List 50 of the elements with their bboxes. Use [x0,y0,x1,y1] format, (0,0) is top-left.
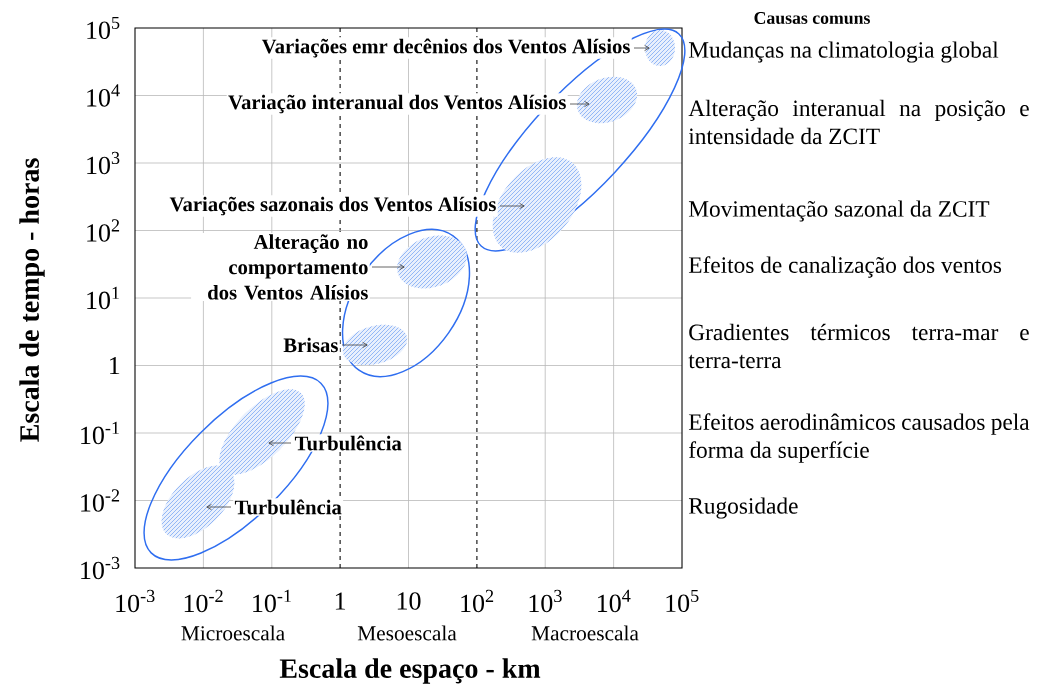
tick-label: 10$^{-1}$ [253,589,291,613]
annotation-text: Variações emr decênios dos Ventos Alísios [260,37,632,59]
hatched-patch [397,235,467,289]
annotation-text: Turbulência [293,434,404,452]
tick-label: 10$^{-3}$ [81,556,120,580]
cause-text: Movimentação sazonal da ZCIT [688,200,990,222]
annotation-text: Variações sazonais dos Ventos Alísios [168,195,498,217]
cause-text: Efeitos de canalização dos ventos [688,256,1002,278]
leader-arrow [268,439,292,447]
axis-title: Escala de espaço - km [279,658,541,684]
tick-label: 10$^{-2}$ [81,489,120,512]
leader-arrow [371,263,405,271]
annotation-text: Brisas [281,336,340,354]
annotation-text: Alteração no comportamento dos Ventos Alísios [191,233,370,302]
cause-text: Mudanças na climatologia global [688,41,999,63]
tick-label: 10$^{3}$ [529,589,562,613]
hatched-patch [342,324,408,366]
tick-label: 10$^{4}$ [598,589,631,613]
tick-label: 10$^{5}$ [666,589,699,613]
tick-label: 10$^{-1}$ [81,421,119,445]
leader-arrow [341,341,368,349]
tick-label: 10 [397,592,421,610]
tick-label: 10$^{-3}$ [116,589,155,613]
tick-label: 10$^{2}$ [87,219,120,242]
cause-text: Rugosidade [688,497,798,519]
tick-label: 10$^{2}$ [461,589,494,613]
tick-label: 10$^{-2}$ [184,589,223,613]
tick-label: 10$^{5}$ [87,16,120,40]
leader-arrow [206,503,232,511]
cause-text: Alteração interanual na posição e intensidade da ZCIT [688,99,1029,145]
cause-text: Gradientes térmicos terra-mar e terra-terra [688,323,1029,369]
annotation-text: Variação interanual dos Ventos Alísios [226,93,568,115]
cause-text: Efeitos aerodinâmicos causados pela forma da superfície [688,413,1030,463]
tick-label: 1 [110,356,120,375]
scale-label: Mesoescala [357,625,457,641]
leader-arrow [569,100,590,108]
tick-label: 10$^{4}$ [87,84,120,107]
axis-title: Escala de tempo - horas [19,158,45,442]
tick-label: 10$^{3}$ [87,151,120,175]
tick-label: 10$^{1}$ [87,286,119,310]
column-heading: Causas comuns [754,12,870,24]
hatched-patch [576,76,638,124]
annotation-text: Turbulência [233,498,344,516]
leader-arrow [499,202,525,210]
hatched-patch [645,30,675,66]
scale-label: Macroescala [531,625,639,641]
leader-arrow [633,44,650,52]
hatched-patch [161,465,235,539]
scale-label: Microescala [181,625,285,641]
tick-label: 1 [335,592,346,610]
